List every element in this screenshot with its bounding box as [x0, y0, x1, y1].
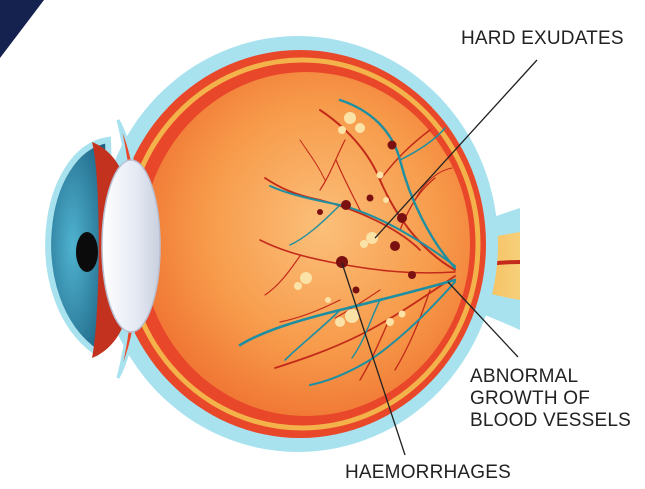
pupil [76, 232, 98, 272]
label-hard-exudates: HARD EXUDATES [461, 28, 624, 50]
label-abnormal-growth: ABNORMAL GROWTH OF BLOOD VESSELS [470, 366, 631, 432]
label-abnormal-line1: ABNORMAL [470, 366, 631, 388]
corner-accent-shape [0, 0, 44, 58]
lens [102, 160, 160, 332]
label-haemorrhages: HAEMORRHAGES [345, 462, 511, 484]
label-abnormal-line3: BLOOD VESSELS [470, 410, 631, 432]
label-abnormal-line2: GROWTH OF [470, 388, 631, 410]
